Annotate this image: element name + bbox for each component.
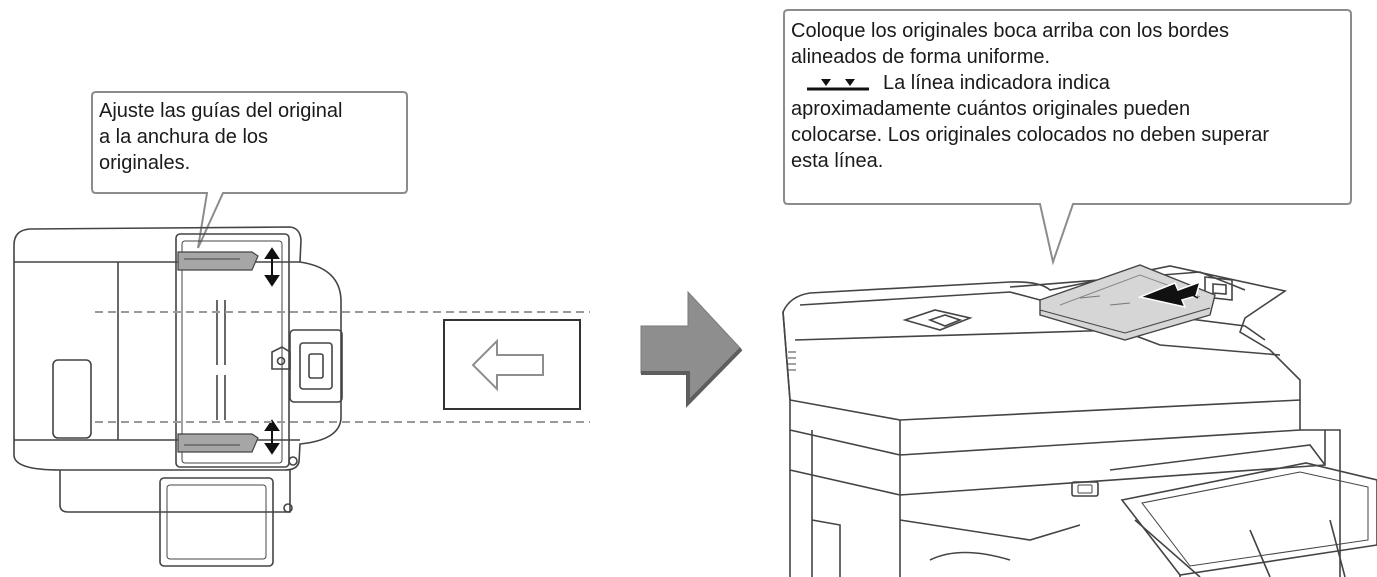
right-callout-bubble xyxy=(783,9,1352,266)
original-guide-top xyxy=(177,251,259,271)
callout-right-line-4: aproximadamente cuántos originales puede… xyxy=(791,98,1191,120)
guide-double-arrow-icon-top xyxy=(264,247,280,287)
callout-left-line-3: originales. xyxy=(99,152,191,174)
indicator-line-icon xyxy=(807,79,869,91)
left-callout-bubble xyxy=(91,91,408,249)
callout-right-line-2: alineados de forma uniforme. xyxy=(791,46,1051,68)
scanner-top-view xyxy=(13,226,343,567)
right-arrow-icon xyxy=(640,290,742,405)
dashed-guide-lines xyxy=(95,311,590,423)
left-arrow-icon xyxy=(471,338,544,392)
callout-right-line-1: Coloque los originales boca arriba con l… xyxy=(791,20,1230,42)
callout-left-line-1: Ajuste las guías del original xyxy=(99,100,343,122)
original-guide-bottom xyxy=(177,433,259,453)
callout-original-guides: Ajuste las guías del original a la anchu… xyxy=(99,98,404,176)
callout-right-line-3: La línea indicadora indica xyxy=(791,70,1351,96)
callout-right-line-5: colocarse. Los originales colocados no d… xyxy=(791,124,1270,146)
insert-arrow-icon xyxy=(1137,280,1202,309)
guide-double-arrow-icon-bottom xyxy=(264,419,280,455)
indicator-text: La línea indicadora indica xyxy=(883,72,1110,94)
callout-left-line-2: a la anchura de los xyxy=(99,126,269,148)
callout-place-originals: Coloque los originales boca arriba con l… xyxy=(791,18,1351,174)
callout-right-line-6: esta línea. xyxy=(791,150,884,172)
